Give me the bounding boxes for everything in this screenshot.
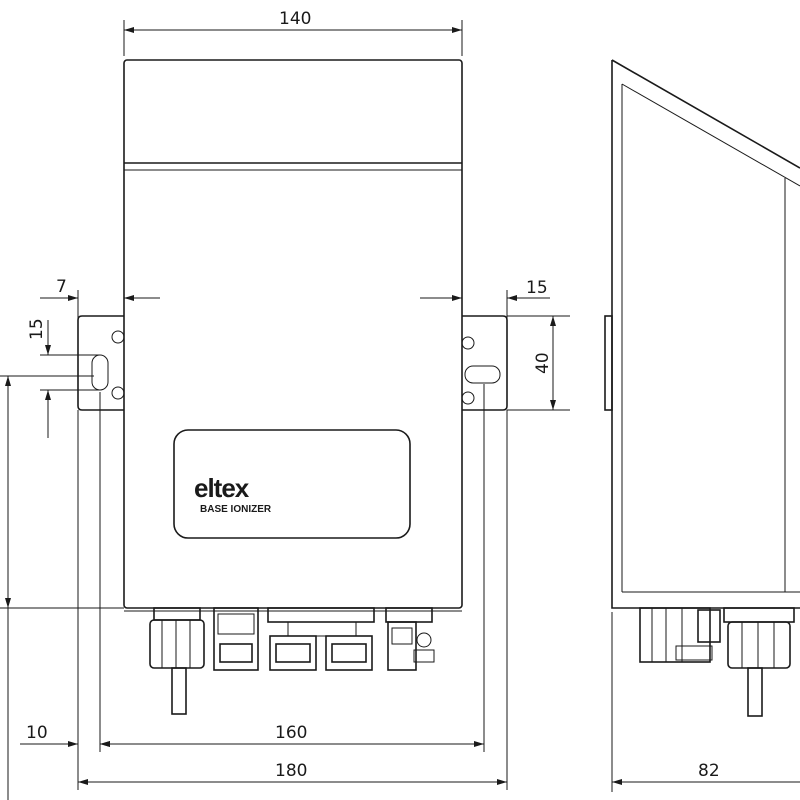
dimension-lines: 140 7 15 15 40	[0, 9, 800, 800]
front-view: eltex BASE IONIZER	[77, 59, 508, 715]
dim-width-top: 140	[279, 9, 311, 29]
dim-slot-height: 40	[533, 352, 553, 374]
dim-flange-left: 7	[56, 277, 67, 297]
dim-flange-right: 15	[526, 278, 548, 298]
dim-slot-vertical: 15	[27, 318, 47, 340]
side-view	[604, 59, 800, 717]
left-mounting-flange	[77, 315, 125, 411]
dim-depth: 82	[698, 761, 720, 781]
right-mounting-flange	[461, 315, 508, 411]
side-outline	[611, 60, 800, 609]
product-label: BASE IONIZER	[200, 504, 272, 515]
brand-logo: eltex	[194, 473, 250, 503]
bottom-connectors	[124, 607, 462, 715]
label-plate: eltex BASE IONIZER	[173, 429, 411, 539]
dim-hole-spacing: 160	[275, 723, 307, 743]
dim-overall-width: 180	[275, 761, 307, 781]
dim-hole-offset: 10	[26, 723, 48, 743]
